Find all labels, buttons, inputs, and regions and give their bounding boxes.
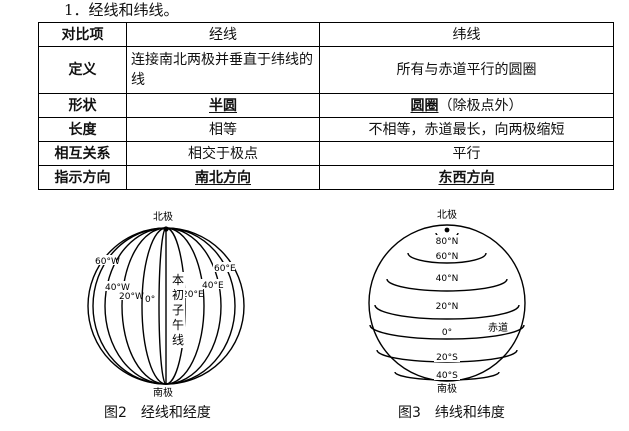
equator-label: 赤道 (488, 321, 508, 334)
lat-label: 20°N (436, 302, 459, 312)
table-row: 相互关系 相交于极点 平行 (38, 141, 614, 166)
parallel-20n (374, 304, 520, 320)
lon-label: 20°E (182, 290, 204, 300)
table-row: 形状 半圆 圆圈（除极点外） (38, 93, 614, 118)
meridian-line (104, 227, 167, 385)
prime-meridian-char: 午 (172, 318, 184, 332)
row-label: 形状 (38, 93, 127, 118)
parallel-40n (386, 278, 508, 292)
meridian-line (165, 227, 236, 385)
north-pole-label: 北极 (153, 210, 173, 223)
meridian-line (165, 227, 205, 385)
lon-label: 60°W (95, 257, 120, 267)
table-row: 定义 连接南北两极并垂直于纬线的线 所有与赤道平行的圆圈 (38, 46, 614, 94)
meridian-cell: 相等 (126, 117, 320, 142)
meridian-line (92, 227, 167, 385)
lat-label: 80°N (436, 237, 459, 247)
north-pole-dot (444, 227, 450, 233)
row-label: 定义 (38, 46, 127, 94)
parallel-cell: 所有与赤道平行的圆圈 (319, 46, 614, 94)
meridian-line (165, 227, 222, 385)
meridian-line (121, 227, 167, 385)
parallel-globe (368, 224, 526, 382)
south-pole-label: 南极 (153, 386, 173, 399)
lat-label: 40°N (436, 274, 459, 284)
lat-label: 40°S (436, 371, 458, 381)
table-row: 长度 相等 不相等，赤道最长，向两极缩短 (38, 117, 614, 142)
south-pole-label: 南极 (437, 382, 457, 395)
meridian-cell: 南北方向 (126, 165, 320, 190)
equator (369, 324, 525, 340)
lat-label: 20°S (436, 353, 458, 363)
prime-meridian-char: 子 (172, 303, 184, 317)
lon-label: 20°W (119, 292, 144, 302)
parallel-cell: 东西方向 (319, 165, 614, 190)
comparison-table: 对比项 经线 纬线 定义 连接南北两极并垂直于纬线的线 所有与赤道平行的圆圈 形… (38, 22, 614, 190)
meridian-cell: 半圆 (126, 93, 320, 118)
meridian-globe (87, 227, 245, 385)
figure3-caption: 图3 纬线和纬度 (398, 405, 505, 421)
table-header-row: 对比项 经线 纬线 (38, 22, 614, 47)
meridian-direction: 南北方向 (195, 169, 251, 186)
lon-label: 60°E (214, 264, 236, 274)
lat-label: 0° (442, 328, 452, 338)
meridian-line (158, 227, 167, 385)
north-pole-dot (163, 226, 169, 232)
parallel-shape: 圆圈 (410, 97, 439, 114)
parallel-shape-note: （除极点外） (438, 97, 523, 114)
table-row: 指示方向 南北方向 东西方向 (38, 165, 614, 190)
row-label: 指示方向 (38, 165, 127, 190)
prime-meridian-char: 初 (172, 288, 184, 302)
figure2-caption: 图2 经线和经度 (104, 405, 211, 421)
meridian-cell: 连接南北两极并垂直于纬线的线 (126, 46, 320, 94)
north-pole-label: 北极 (437, 208, 457, 221)
lon-label: 40°W (105, 283, 130, 293)
header-item: 对比项 (38, 22, 127, 47)
lat-label: 60°N (436, 252, 459, 262)
row-label: 相互关系 (38, 141, 127, 166)
lon-label: 0° (145, 295, 155, 305)
parallel-direction: 东西方向 (438, 169, 495, 186)
parallel-cell: 不相等，赤道最长，向两极缩短 (319, 117, 614, 142)
prime-meridian-char: 线 (172, 333, 184, 347)
meridian-shape: 半圆 (209, 97, 237, 114)
globe-outline (368, 224, 526, 382)
parallel-60n (407, 252, 487, 264)
meridian-line (141, 227, 167, 385)
lon-label: 40°E (202, 281, 224, 291)
section-heading: 1．经线和纬线。 (64, 1, 179, 19)
prime-meridian-char: 本 (172, 273, 184, 287)
header-parallel: 纬线 (319, 22, 614, 47)
